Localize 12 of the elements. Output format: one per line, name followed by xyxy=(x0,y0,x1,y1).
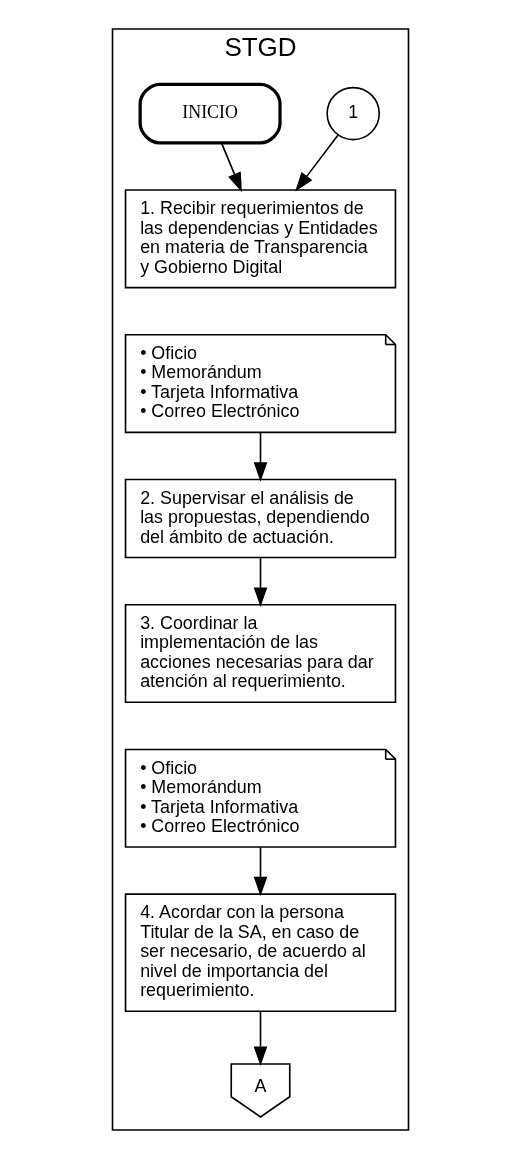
arrow xyxy=(253,431,267,482)
arrow xyxy=(220,142,242,193)
node-box: 2. Supervisar el análisis de las propuestas, dependiendo del ámbito de actuación. xyxy=(124,478,396,559)
node-box: 4. Acordar con la persona Titular de la SA, en caso de ser necesario, de acuerdo al nivel de importancia del requerimiento. xyxy=(124,893,396,1013)
arrow xyxy=(253,1010,267,1066)
node-box: 3. Coordinar la implementación de las acciones necesarias para dar atención al requerimiento. xyxy=(124,603,396,704)
node-box: 1. Recibir requerimientos de las dependencias y Entidades en materia de Transparencia y Gobierno Digital xyxy=(124,189,396,289)
arrow xyxy=(294,134,339,192)
arrow xyxy=(253,557,267,607)
node-box: INICIO xyxy=(138,82,282,145)
node-circle: 1 xyxy=(325,86,380,141)
arrow xyxy=(253,846,267,897)
